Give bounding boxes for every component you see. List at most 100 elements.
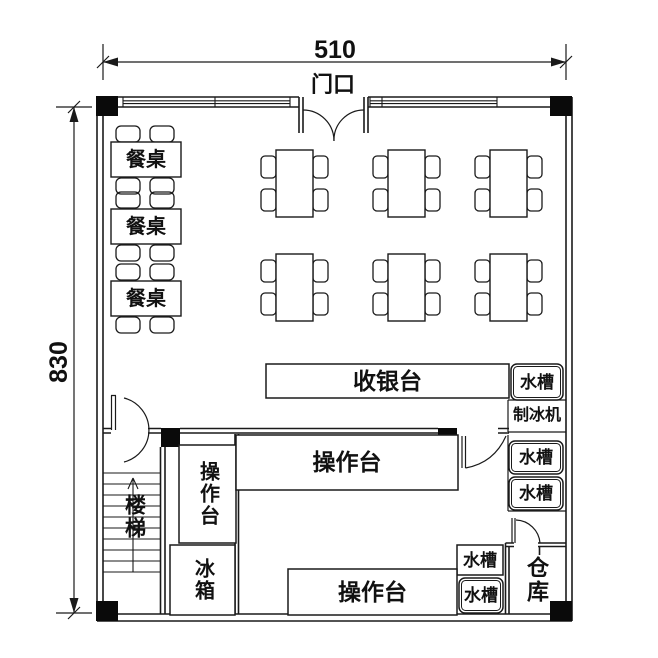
entrance-door <box>302 109 365 142</box>
chair <box>526 259 543 283</box>
chair <box>372 259 389 283</box>
chair <box>526 292 543 316</box>
sink-box-2-inner <box>511 443 561 472</box>
interior-doors <box>110 394 541 544</box>
storage-door-arc <box>515 519 541 544</box>
wall-table-chairs <box>115 125 175 334</box>
sink-label-2: 水槽 <box>519 448 553 467</box>
chair <box>149 263 175 281</box>
stair-door-arc <box>123 397 150 463</box>
fridge-box <box>169 544 236 616</box>
wall-dining-table-1 <box>110 141 182 178</box>
entrance-jambs <box>298 97 369 133</box>
cashier-counter-box <box>265 363 510 399</box>
sink-box-4 <box>456 544 504 576</box>
chair <box>115 263 141 281</box>
dim-arrow-down <box>69 598 79 613</box>
dimension-width-label: 510 <box>314 35 356 64</box>
sink-box-1-inner <box>513 366 561 398</box>
wall-table-label-1: 餐桌 <box>126 148 166 171</box>
chair <box>312 292 329 316</box>
dining-table <box>387 253 426 322</box>
dim-arrow-up <box>69 107 79 122</box>
chair <box>424 259 441 283</box>
column-top-right <box>550 96 572 116</box>
center-tables <box>275 149 528 322</box>
kitchen-door-arc <box>465 435 507 469</box>
sink-box-2 <box>508 440 564 475</box>
dimension-annotations <box>56 44 573 620</box>
chair <box>372 292 389 316</box>
sink-box-3 <box>508 476 564 511</box>
stair-wall <box>159 447 166 614</box>
chair <box>149 177 175 195</box>
column-bottom-right <box>550 601 572 621</box>
cashier-label: 收银台 <box>353 367 422 394</box>
sink-box-5-inner <box>461 580 501 611</box>
dim-arrow-left <box>103 57 118 67</box>
window-ticks <box>122 97 498 107</box>
chair <box>474 259 491 283</box>
work-counter-left-box <box>178 444 237 544</box>
sink-box-3-inner <box>511 479 561 508</box>
column-kitchen-left <box>161 428 180 447</box>
sink-label-1: 水槽 <box>520 372 554 392</box>
dining-table <box>489 253 528 322</box>
entrance-label: 门口 <box>310 72 355 97</box>
storage-label: 仓库 <box>524 556 549 604</box>
sink-cell <box>507 435 566 512</box>
chair <box>474 155 491 179</box>
dining-table <box>275 149 314 218</box>
chair <box>149 191 175 209</box>
chair <box>526 188 543 212</box>
sink-label-3: 水槽 <box>519 484 553 503</box>
chair <box>115 177 141 195</box>
work-counter-bottom-box <box>287 568 458 616</box>
dining-table <box>275 253 314 322</box>
chair <box>372 188 389 212</box>
chair <box>424 292 441 316</box>
chair <box>115 316 141 334</box>
sink-box-1 <box>510 363 564 401</box>
dimension-height-label: 830 <box>44 341 73 383</box>
entrance-door-arc-left <box>302 109 335 142</box>
work-counter-center-box <box>235 434 459 491</box>
stairs-label: 楼梯 <box>122 494 146 540</box>
chair <box>526 155 543 179</box>
chair <box>474 292 491 316</box>
right-wall <box>565 97 573 621</box>
column-bottom-left <box>96 601 118 621</box>
storage-walls <box>504 542 566 614</box>
work-counter-left-label: 操作台 <box>196 461 219 527</box>
chair <box>312 259 329 283</box>
chair <box>372 155 389 179</box>
stairs-group <box>103 472 161 573</box>
chair <box>260 188 277 212</box>
stair-door-leaf <box>110 394 117 430</box>
entrance-door-arc-right <box>333 109 365 142</box>
stair-treads <box>103 472 161 573</box>
sink-label-5: 水槽 <box>464 586 498 605</box>
chair <box>260 292 277 316</box>
kitchen-door-leaf <box>461 436 467 468</box>
chair <box>260 155 277 179</box>
kitchen-wall <box>103 427 509 434</box>
chair <box>424 155 441 179</box>
chair <box>115 191 141 209</box>
fridge-label: 冰箱 <box>191 558 214 602</box>
chair <box>115 125 141 143</box>
wall-dining-table-2 <box>110 208 182 245</box>
chair <box>312 155 329 179</box>
chair <box>149 125 175 143</box>
dining-table <box>387 149 426 218</box>
storage-door-leaf <box>511 518 516 543</box>
dim-arrow-right <box>551 57 566 67</box>
chair <box>260 259 277 283</box>
window-band <box>123 100 497 105</box>
fixtures <box>169 363 564 616</box>
work-counter-center-label: 操作台 <box>312 449 382 475</box>
wall-tables-group <box>110 125 182 334</box>
chair <box>149 244 175 262</box>
